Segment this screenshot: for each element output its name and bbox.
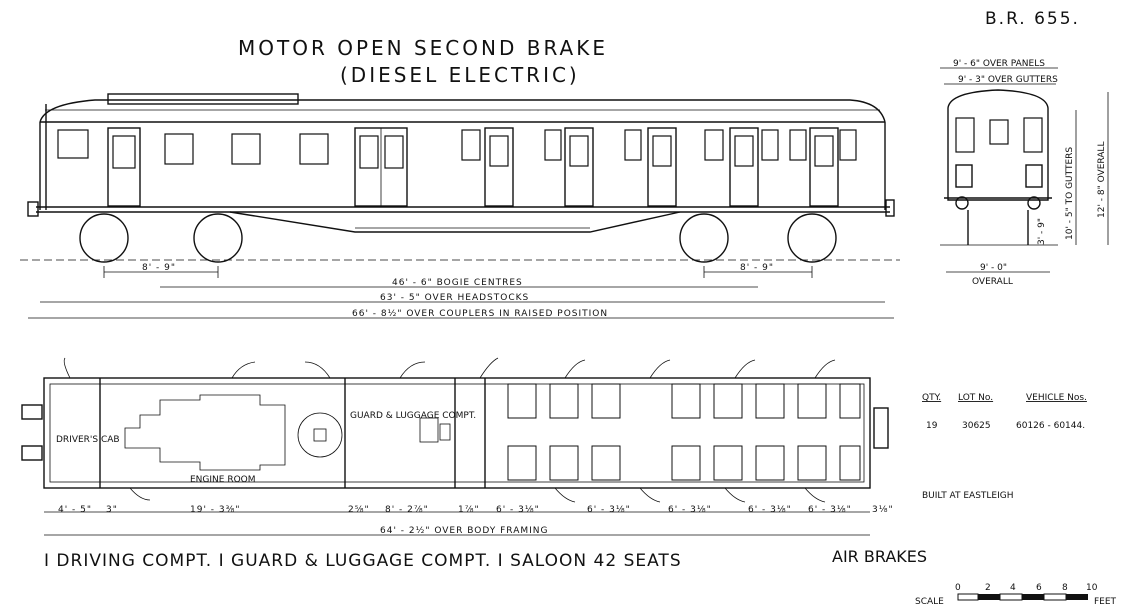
room-drivers-cab: DRIVER'S CAB	[56, 435, 120, 445]
end-step-height: 3' - 9"	[1037, 218, 1047, 245]
plan-dim-8: 6' - 3⅛"	[587, 505, 631, 515]
bogie-centres-dim: 46' - 6" BOGIE CENTRES	[392, 278, 523, 288]
plan-dim-6: 1⅞"	[458, 505, 480, 515]
plan-dim-7: 6' - 3⅛"	[496, 505, 540, 515]
plan-dim-10: 6' - 3⅛"	[748, 505, 792, 515]
end-width-overall: 9' - 0"	[980, 263, 1007, 273]
over-couplers-dim: 66' - 8½" OVER COUPLERS IN RAISED POSITI…	[352, 309, 608, 319]
title-line1: MOTOR OPEN SECOND BRAKE	[238, 36, 608, 60]
plan-view	[21, 357, 889, 503]
summary-line: I DRIVING COMPT. I GUARD & LUGGAGE COMPT…	[44, 551, 682, 571]
side-dimensions: 8' - 9" 8' - 9" 46' - 6" BOGIE CENTRES 6…	[28, 263, 894, 319]
bogie-wheelbase-left: 8' - 9"	[142, 263, 176, 273]
scale-unit: FEET	[1094, 597, 1117, 607]
lot-table: QTY. LOT No. VEHICLE Nos. 19 30625 60126…	[922, 393, 1087, 431]
room-guard-luggage: GUARD & LUGGAGE COMPT.	[350, 411, 476, 421]
scale-label: SCALE	[915, 597, 944, 607]
lot-number: 30625	[962, 421, 991, 431]
end-over-gutters: 9' - 3" OVER GUTTERS	[958, 75, 1058, 85]
lot-qty: 19	[926, 421, 938, 431]
lot-header-qty: QTY.	[922, 393, 941, 403]
plan-dim-1: 4' - 5"	[58, 505, 92, 515]
scale-tick-2: 2	[985, 583, 991, 593]
scale-tick-8: 8	[1062, 583, 1068, 593]
lot-header-vehicle: VEHICLE Nos.	[1026, 393, 1087, 403]
scale-tick-0: 0	[955, 583, 961, 593]
end-to-gutters: 10' - 5" TO GUTTERS	[1065, 147, 1075, 240]
lot-vehicle-numbers: 60126 - 60144.	[1016, 421, 1085, 431]
plan-dim-5: 8' - 2⅞"	[385, 505, 429, 515]
drawing-number: B.R. 655.	[985, 9, 1080, 29]
bogie-wheelbase-right: 8' - 9"	[740, 263, 774, 273]
over-headstocks-dim: 63' - 5" OVER HEADSTOCKS	[380, 293, 529, 303]
lot-header-lot: LOT No.	[958, 393, 993, 403]
end-width-label: OVERALL	[972, 277, 1013, 287]
plan-dim-9: 6' - 3⅛"	[668, 505, 712, 515]
title-line2: (DIESEL ELECTRIC)	[340, 63, 580, 87]
end-elevation: 9' - 6" OVER PANELS 9' - 3" OVER GUTTERS…	[940, 59, 1109, 287]
plan-dim-12: 3⅛"	[872, 505, 894, 515]
scale-tick-4: 4	[1010, 583, 1016, 593]
plan-dim-11: 6' - 3⅛"	[808, 505, 852, 515]
end-over-panels: 9' - 6" OVER PANELS	[953, 59, 1045, 69]
room-engine: ENGINE ROOM	[190, 475, 256, 485]
plan-dim-4: 2⅝"	[348, 505, 370, 515]
end-height-overall: 12' - 8" OVERALL	[1097, 142, 1107, 218]
built-at: BUILT AT EASTLEIGH	[922, 491, 1014, 501]
plan-dimensions: 4' - 5" 3" 19' - 3⅜" 2⅝" 8' - 2⅞" 1⅞" 6'…	[44, 505, 894, 536]
scale-tick-6: 6	[1036, 583, 1042, 593]
plan-dim-3: 19' - 3⅜"	[190, 505, 240, 515]
scale-tick-10: 10	[1086, 583, 1098, 593]
body-framing-dim: 64' - 2½" OVER BODY FRAMING	[380, 526, 548, 536]
plan-dim-2: 3"	[106, 505, 118, 515]
scale-bar: SCALE 0 2 4 6 8 10 FEET	[915, 583, 1117, 607]
side-elevation	[20, 93, 900, 263]
air-brakes: AIR BRAKES	[832, 547, 927, 566]
